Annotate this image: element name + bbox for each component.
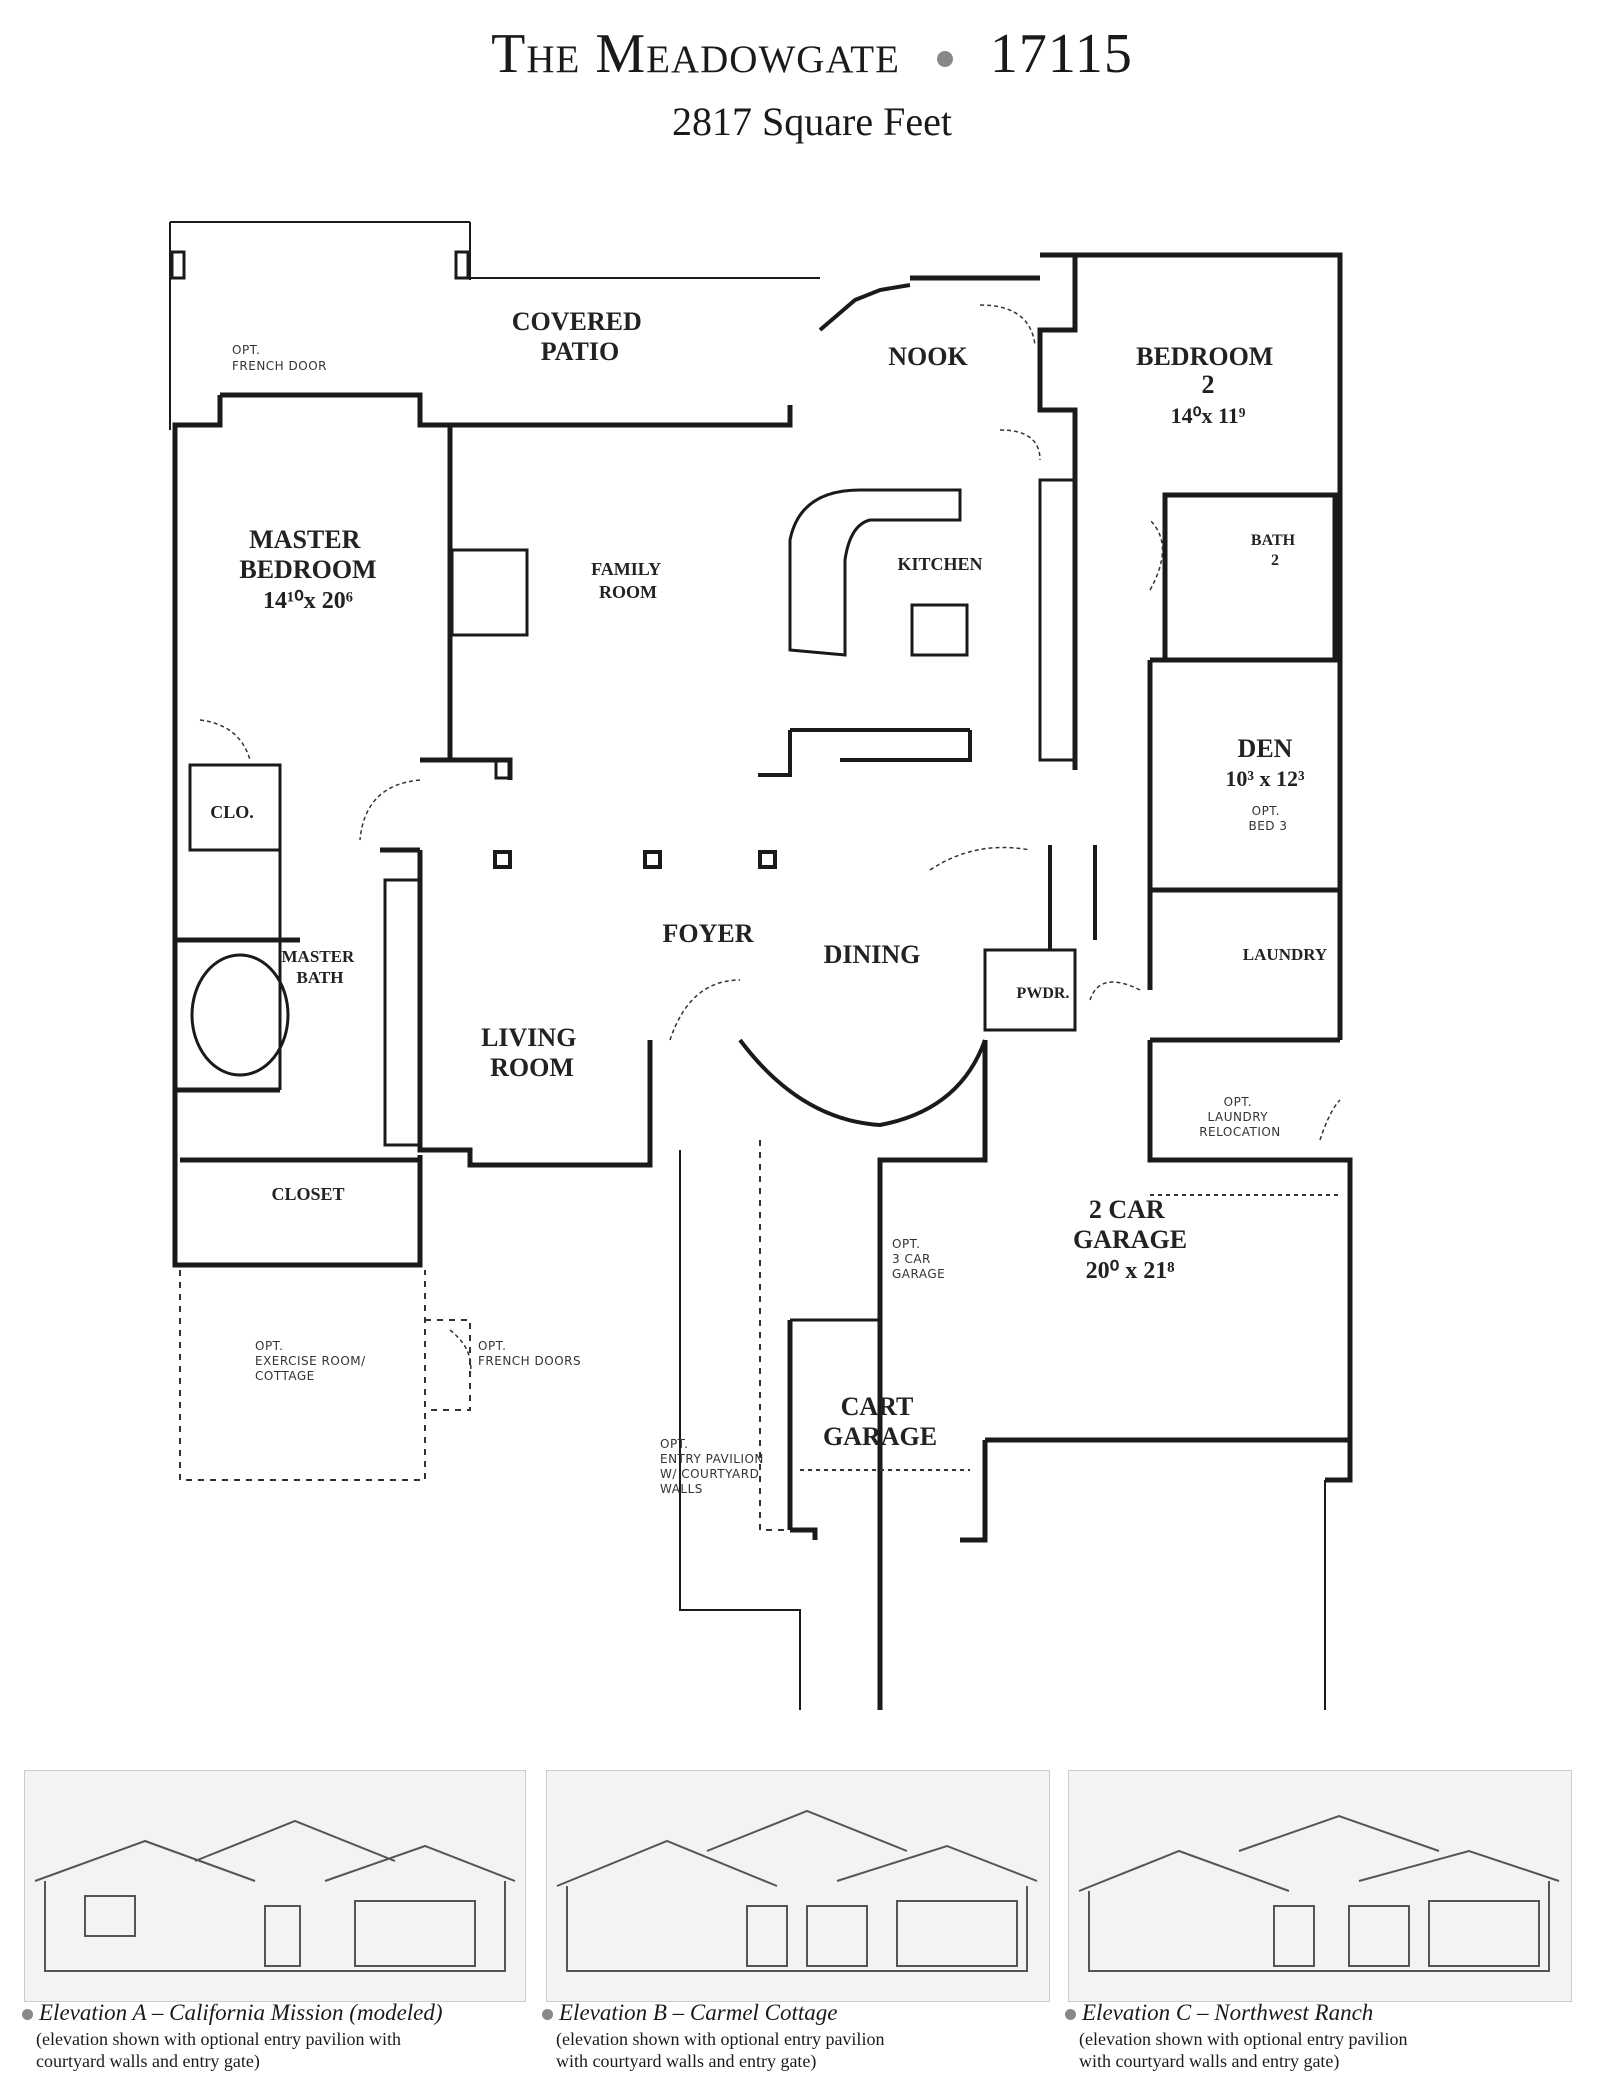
opt-french-doors-note: OPT. FRENCH DOORS [478,1339,581,1368]
elevation-c-note-line1: (elevation shown with optional entry pav… [1079,2029,1408,2049]
cart-garage-label: CART GARAGE [823,1392,937,1451]
den-label: DEN [1238,734,1293,763]
title-the: The [491,23,581,85]
bath2-label: BATH 2 [1251,532,1299,569]
bedroom2-dimensions: 14⁰x 11⁹ [1171,403,1246,428]
clo-label: CLO. [210,802,254,822]
elevation-a-note-line1: (elevation shown with optional entry pav… [36,2029,401,2049]
closet-label: CLOSET [271,1184,344,1204]
elevation-b-caption: Elevation B – Carmel Cottage (elevation … [542,2000,1062,2072]
laundry-label: LAUNDRY [1243,945,1327,964]
foyer-label: FOYER [663,919,754,948]
dining-label: DINING [824,940,921,969]
master-bedroom-dimensions: 14¹⁰x 20⁶ [263,588,353,614]
opt-exercise-room-note: OPT. EXERCISE ROOM/ COTTAGE [255,1339,370,1383]
elevation-c-image [1068,1770,1572,2002]
elevation-b-note-line2: with courtyard walls and entry gate) [556,2051,817,2071]
bullet-icon [542,2009,553,2021]
master-bedroom-label: MASTER BEDROOM [239,525,376,584]
den-dimensions: 10³ x 12³ [1225,766,1305,791]
floor-plan: COVERED PATIO NOOK BEDROOM 2 14⁰x 11⁹ MA… [169,221,1353,1710]
bullet-icon [1065,2009,1076,2021]
page-title: The Meadowgate 17115 [0,22,1624,86]
title-bullet-icon [936,51,953,68]
square-feet: 2817 Square Feet [672,99,952,144]
elevation-b-image [546,1770,1050,2002]
elevation-a-image [24,1770,526,2002]
opt-french-door-note: OPT. FRENCH DOOR [232,343,327,373]
covered-patio-label: COVERED PATIO [512,307,649,366]
title-name: Meadowgate [595,23,900,85]
master-bath-label: MASTER BATH [282,947,359,987]
pwdr-label: PWDR. [1017,985,1070,1002]
elevation-a-caption: Elevation A – California Mission (modele… [22,2000,542,2072]
opt-3car-garage-note: OPT. 3 CAR GARAGE [892,1237,945,1281]
family-room-label: FAMILY ROOM [591,559,665,602]
bedroom2-label: BEDROOM 2 [1136,342,1280,399]
elevation-b-title: Elevation B – Carmel Cottage [559,2000,838,2025]
nook-label: NOOK [888,342,968,371]
elevation-a-title: Elevation A – California Mission (modele… [39,2000,443,2025]
elevation-c-note-line2: with courtyard walls and entry gate) [1079,2051,1340,2071]
door-swings [199,304,1341,1376]
elevation-b-note-line1: (elevation shown with optional entry pav… [556,2029,885,2049]
opt-laundry-relocation-note: OPT. LAUNDRY RELOCATION [1199,1095,1281,1139]
elevation-a-note-line2: courtyard walls and entry gate) [36,2051,260,2071]
elevation-c-title: Elevation C – Northwest Ranch [1082,2000,1374,2025]
plan-number: 17115 [989,23,1133,85]
walls [169,221,1353,1710]
kitchen-label: KITCHEN [897,554,982,574]
opt-bed3-note: OPT. BED 3 [1248,804,1287,833]
garage-dimensions: 20⁰ x 21⁸ [1086,1258,1175,1284]
elevation-c-caption: Elevation C – Northwest Ranch (elevation… [1065,2000,1585,2072]
opt-entry-pavilion-note: OPT. ENTRY PAVILION W/ COURTYARD WALLS [660,1437,768,1496]
living-room-label: LIVING ROOM [481,1023,583,1082]
garage-label: 2 CAR GARAGE [1073,1195,1187,1254]
dashed-optional [179,1140,1340,1531]
bullet-icon [22,2009,33,2021]
